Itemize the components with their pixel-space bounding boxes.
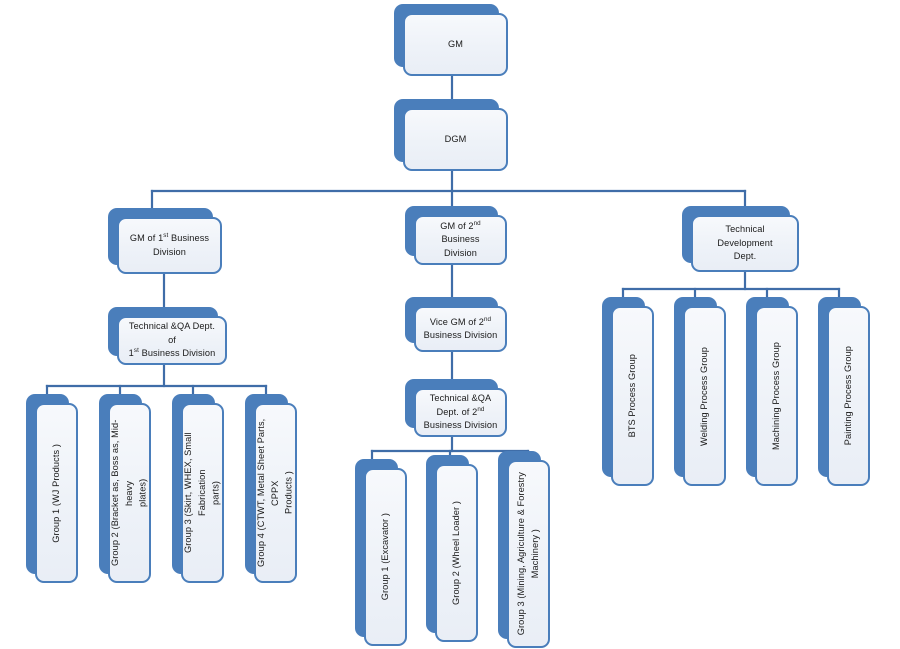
node-label: Group 1 (Excavator ): [379, 513, 390, 601]
node-front: Group 3 (Mining, Agriculture & Forestry …: [507, 460, 550, 648]
node-label: BTS Process Group: [626, 354, 637, 438]
node-welding-process-group[interactable]: Welding Process Group: [674, 297, 726, 486]
node-bd1-group-3[interactable]: Group 3 (Skirt, WHEX, Small Fabrication …: [172, 394, 224, 583]
node-bd2-group-2[interactable]: Group 2 (Wheel Loader ): [426, 455, 478, 642]
node-label: Painting Process Group: [842, 346, 853, 446]
node-front: Painting Process Group: [827, 306, 870, 486]
node-bd1-group-4[interactable]: Group 4 (CTWT, Metal Sheet Parts, CPPX P…: [245, 394, 297, 583]
node-front: Machining Process Group: [755, 306, 798, 486]
node-painting-process-group[interactable]: Painting Process Group: [818, 297, 870, 486]
node-front: GM: [403, 13, 508, 76]
node-label: Group 2 (Bracket as, Boss as, Mid-heavy …: [109, 419, 148, 567]
node-bd1-group-2[interactable]: Group 2 (Bracket as, Boss as, Mid-heavy …: [99, 394, 151, 583]
node-front: Group 2 (Wheel Loader ): [435, 464, 478, 642]
node-bd1-group-1[interactable]: Group 1 (WJ Products ): [26, 394, 78, 583]
node-bts-process-group[interactable]: BTS Process Group: [602, 297, 654, 486]
node-label: Group 1 (WJ Products ): [50, 443, 61, 543]
node-front: Group 1 (Excavator ): [364, 468, 407, 646]
node-front: Group 1 (WJ Products ): [35, 403, 78, 583]
node-machining-process-group[interactable]: Machining Process Group: [746, 297, 798, 486]
node-label: Group 3 (Skirt, WHEX, Small Fabrication …: [182, 432, 221, 554]
node-label: Group 2 (Wheel Loader ): [450, 501, 461, 605]
node-dgm[interactable]: DGM: [394, 99, 508, 171]
node-label: DGM: [444, 133, 467, 144]
node-front: Group 4 (CTWT, Metal Sheet Parts, CPPX P…: [254, 403, 297, 583]
node-gm[interactable]: GM: [394, 4, 508, 76]
node-label: Welding Process Group: [698, 346, 709, 446]
node-front: BTS Process Group: [611, 306, 654, 486]
node-label: Group 3 (Mining, Agriculture & Forestry …: [515, 472, 540, 636]
node-bd2-group-1[interactable]: Group 1 (Excavator ): [355, 459, 407, 646]
node-front: Group 2 (Bracket as, Boss as, Mid-heavy …: [108, 403, 151, 583]
node-label: GM: [448, 38, 463, 49]
node-bd2-group-3[interactable]: Group 3 (Mining, Agriculture & Forestry …: [498, 451, 550, 648]
node-label: Group 4 (CTWT, Metal Sheet Parts, CPPX P…: [255, 418, 294, 568]
node-front: DGM: [403, 108, 508, 171]
node-label: Machining Process Group: [770, 341, 781, 450]
node-front: Welding Process Group: [683, 306, 726, 486]
node-front: Group 3 (Skirt, WHEX, Small Fabrication …: [181, 403, 224, 583]
